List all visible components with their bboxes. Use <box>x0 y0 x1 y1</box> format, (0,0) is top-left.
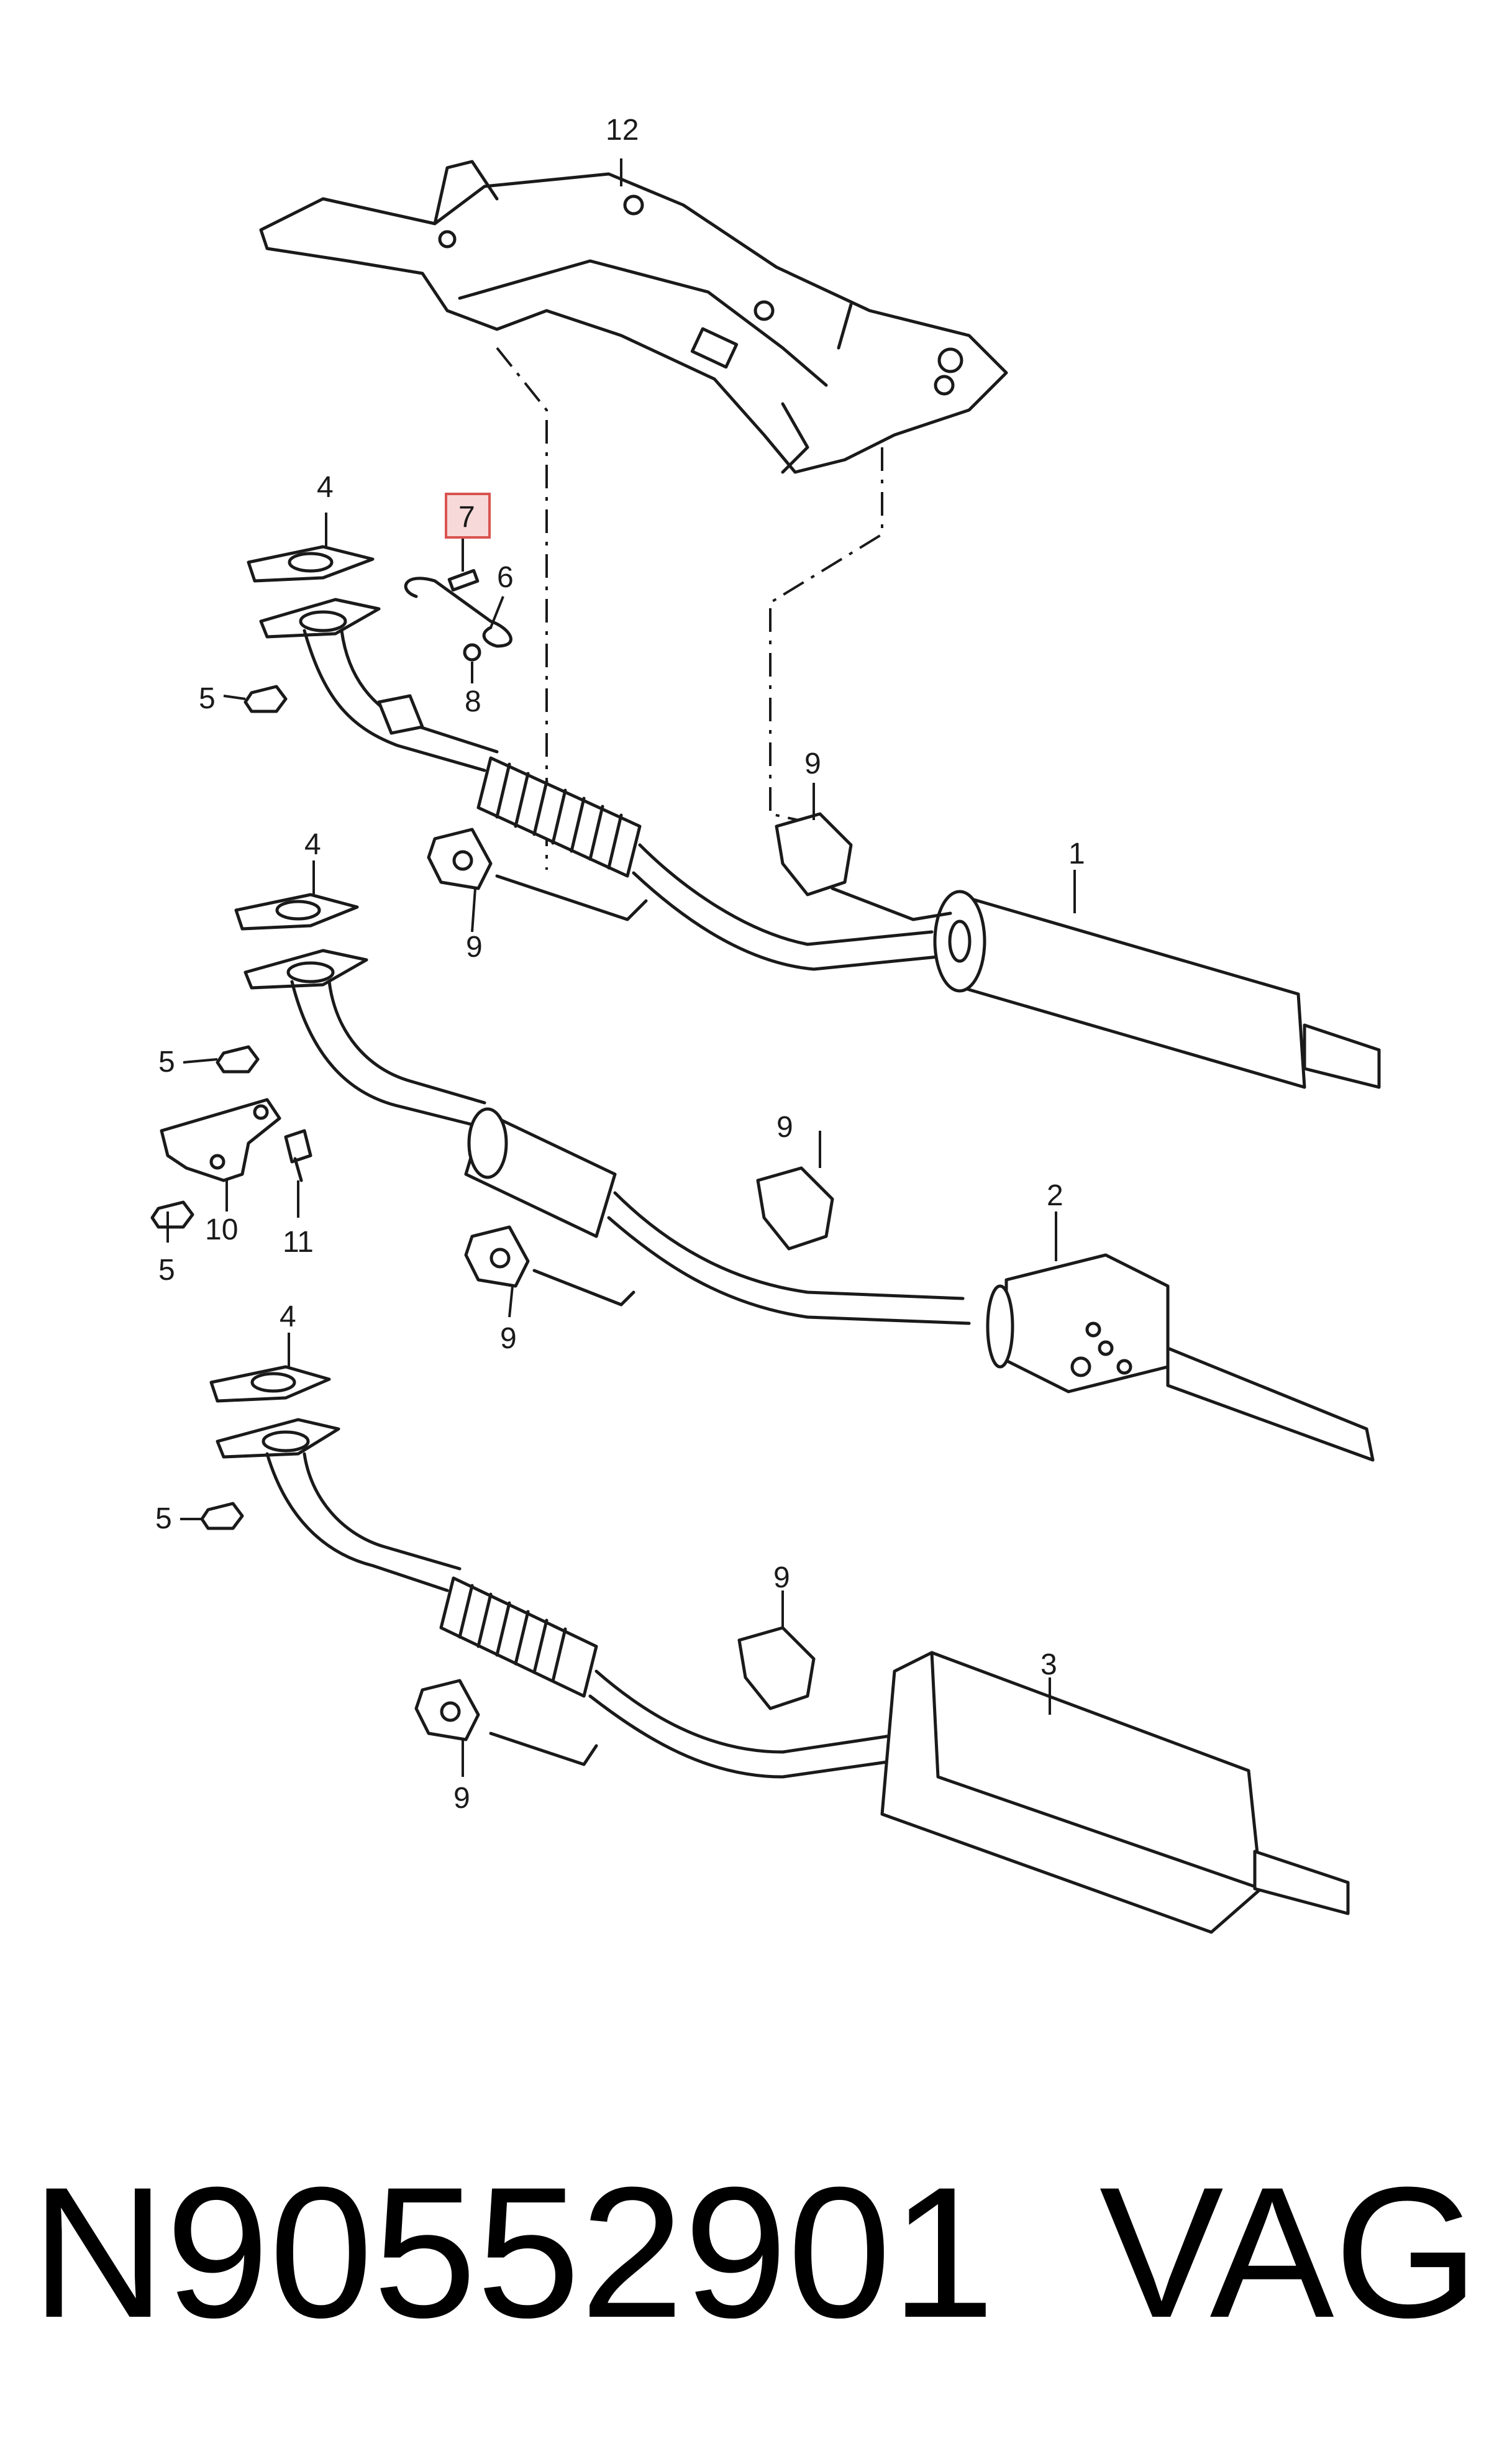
callout-5-a1: 5 <box>199 682 216 715</box>
assembly-1 <box>244 545 1381 1089</box>
callout-9-a3-top: 9 <box>773 1561 790 1594</box>
callout-9-a2-bottom: 9 <box>500 1322 517 1355</box>
assembly-2 <box>150 893 1375 1462</box>
callout-7-highlight <box>445 493 491 539</box>
assembly-3 <box>200 1365 1350 1934</box>
callout-3: 3 <box>1040 1648 1057 1681</box>
callout-4-mid: 4 <box>304 828 321 861</box>
part-number-label: N90552901 <box>31 2148 995 2357</box>
callout-6: 6 <box>497 561 514 594</box>
callout-5-a2-top: 5 <box>158 1046 175 1079</box>
callouts: 12 4 7 6 8 5 9 1 9 4 5 9 2 10 11 5 9 4 5… <box>155 114 1085 1815</box>
callout-10: 10 <box>205 1213 238 1246</box>
brand-label: VAG <box>1099 2148 1479 2357</box>
callout-9-a1-top: 9 <box>804 747 821 780</box>
callout-11: 11 <box>283 1226 314 1259</box>
subframe <box>259 160 1008 474</box>
callout-1: 1 <box>1068 837 1085 870</box>
callout-7: 7 <box>458 501 475 534</box>
reference-lines <box>496 347 883 870</box>
callout-12: 12 <box>606 114 639 147</box>
callout-9-a3-bottom: 9 <box>453 1782 470 1815</box>
callout-9-a1-bottom: 9 <box>466 931 483 964</box>
callout-8: 8 <box>465 685 481 718</box>
callout-4-top: 4 <box>317 471 334 504</box>
callout-5-a2-bottom: 5 <box>158 1254 175 1287</box>
callout-5-a3: 5 <box>155 1502 172 1535</box>
callout-2: 2 <box>1047 1179 1063 1212</box>
callout-4-bottom: 4 <box>280 1300 296 1333</box>
callout-9-a2-top: 9 <box>776 1111 793 1144</box>
